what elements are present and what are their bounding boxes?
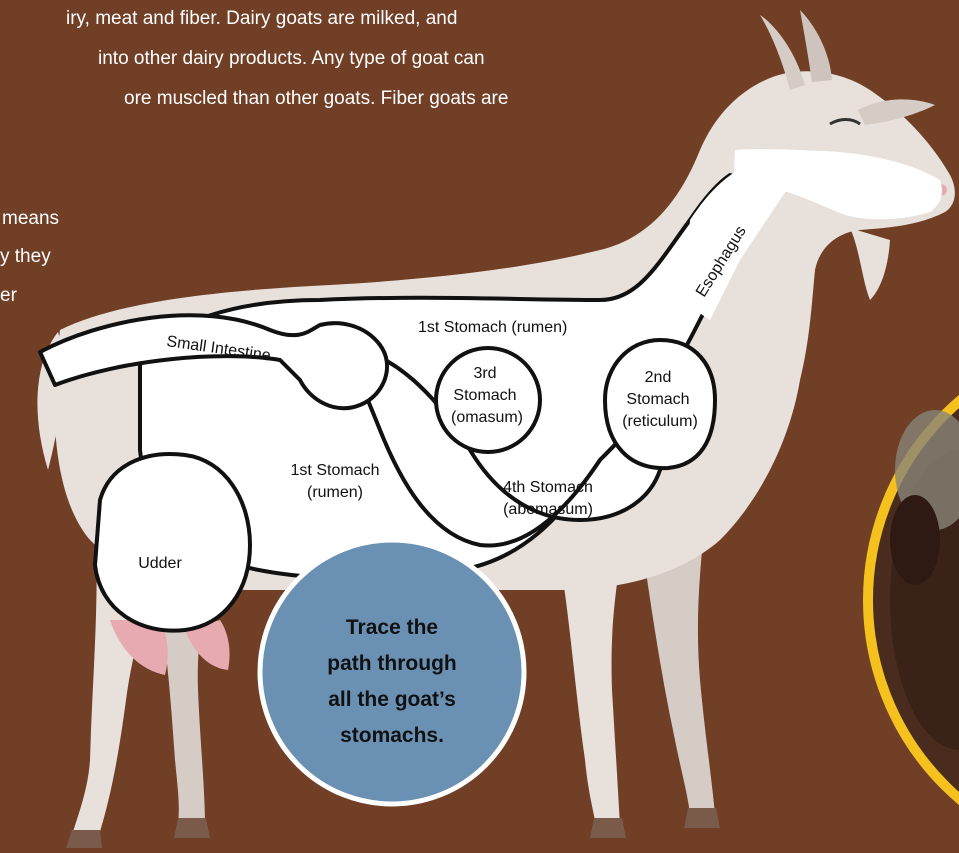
intro-fragment-3: er: [0, 285, 18, 306]
intro-line-3: ore muscled than other goats. Fiber goat…: [124, 88, 508, 109]
intro-line-1: iry, meat and fiber. Dairy goats are mil…: [66, 8, 457, 29]
label-reticulum-2: Stomach: [626, 391, 689, 408]
label-omasum-2: Stomach: [453, 387, 516, 404]
label-omasum-3: (omasum): [451, 409, 523, 426]
label-udder: Udder: [138, 555, 182, 572]
callout-line-1: Trace the: [346, 616, 438, 639]
label-abomasum-2: (abomasum): [503, 501, 593, 518]
udder-organ: [95, 454, 250, 631]
label-abomasum-1: 4th Stomach: [503, 479, 593, 496]
label-reticulum-3: (reticulum): [622, 413, 698, 430]
label-rumen-lower-2: (rumen): [307, 484, 363, 501]
callout-line-4: stomachs.: [340, 724, 444, 747]
callout-line-3: all the goat’s: [328, 688, 456, 711]
label-rumen-lower-1: 1st Stomach: [291, 462, 380, 479]
callout: Trace the path through all the goat’s st…: [260, 540, 524, 804]
intro-fragment-2: y they: [0, 246, 51, 267]
label-rumen-top: 1st Stomach (rumen): [418, 319, 567, 336]
intro-fragment-1: means: [2, 208, 59, 229]
intro-line-2: into other dairy products. Any type of g…: [98, 48, 485, 69]
label-omasum-1: 3rd: [473, 365, 496, 382]
label-reticulum-1: 2nd: [645, 369, 672, 386]
callout-line-2: path through: [327, 652, 456, 675]
